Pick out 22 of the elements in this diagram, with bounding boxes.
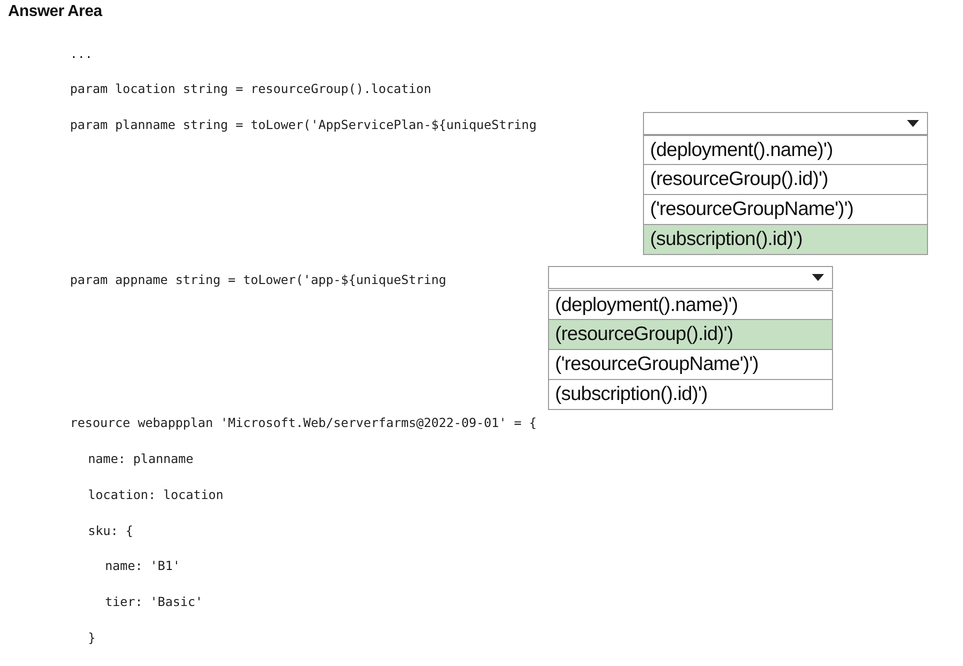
code-line: name: 'B1' xyxy=(105,558,180,573)
dropdown-field xyxy=(643,112,928,135)
code-line: ... xyxy=(70,46,93,61)
code-line: location: location xyxy=(88,487,224,502)
dropdown-option: (subscription().id)') xyxy=(548,380,833,410)
code-line: } xyxy=(88,630,96,645)
code-line: param location string = resourceGroup().location xyxy=(70,81,432,96)
code-line: name: planname xyxy=(88,451,194,466)
code-line: param appname string = toLower('app-${uniqueString xyxy=(70,272,446,287)
dropdown-option: ('resourceGroupName')') xyxy=(548,350,833,380)
dropdown-option: (deployment().name)') xyxy=(643,135,928,165)
dropdown-field xyxy=(548,266,833,289)
code-line: tier: 'Basic' xyxy=(105,594,203,609)
title: Answer Area xyxy=(8,3,102,21)
dropdown-option: ('resourceGroupName')') xyxy=(643,195,928,225)
dropdown-option: (deployment().name)') xyxy=(548,290,833,320)
code-line: resource webappplan 'Microsoft.Web/serverfarms@2022-09-01' = { xyxy=(70,415,537,430)
selected-option: (subscription().id)') xyxy=(643,225,928,255)
dropdown-option: (resourceGroup().id)') xyxy=(643,165,928,195)
selected-option: (resourceGroup().id)') xyxy=(548,320,833,350)
code-line: param planname string = toLower('AppServicePlan-${uniqueString xyxy=(70,117,537,132)
code-line: sku: { xyxy=(88,523,134,538)
